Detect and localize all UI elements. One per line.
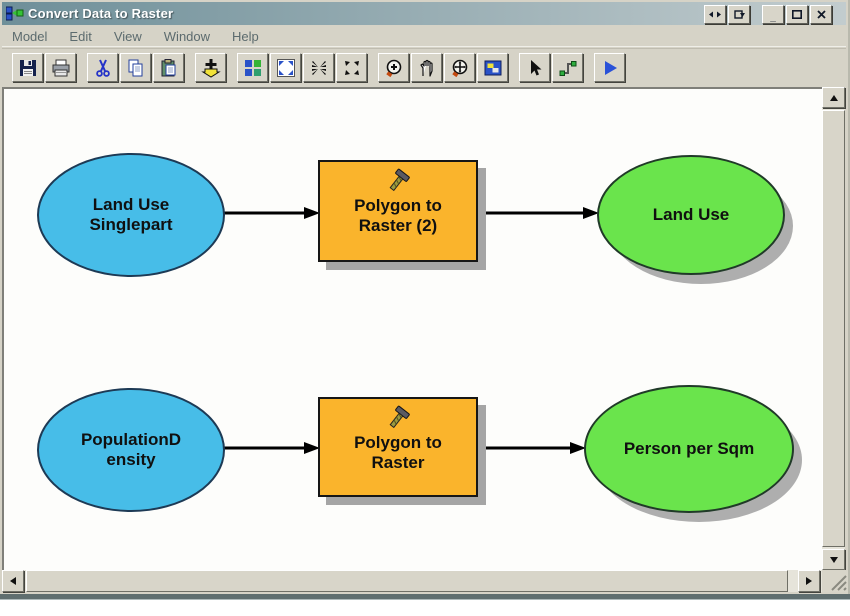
hammer-icon (389, 405, 410, 429)
window-bottom-border (0, 594, 850, 600)
maximize-glyph-icon (792, 10, 802, 19)
arrow-up-icon (829, 94, 838, 101)
zoom-in-tool-icon (385, 59, 401, 77)
node-label: Land Use Singlepart (89, 194, 173, 234)
add-data-button[interactable] (195, 53, 226, 82)
select-tool-button[interactable] (519, 53, 550, 82)
modelbuilder-window: Convert Data to Raster _ (0, 0, 850, 594)
horizontal-scrollbar[interactable] (2, 570, 822, 592)
vertical-scrollbar[interactable] (822, 87, 845, 570)
node-output-person-per-sqm[interactable]: Person per Sqm (584, 385, 794, 513)
node-label: Person per Sqm (623, 438, 755, 458)
zoom-out-fixed-icon (344, 60, 359, 75)
zoom-in-fixed-button[interactable] (303, 53, 334, 82)
zoom-full-extent-icon (451, 59, 467, 77)
print-button[interactable] (45, 53, 76, 82)
node-label: PopulationD ensity (80, 429, 182, 469)
add-data-icon (200, 58, 221, 78)
titlebar[interactable]: Convert Data to Raster _ (2, 2, 846, 25)
connector-tool1-output1 (480, 207, 599, 219)
cut-icon (95, 59, 110, 77)
window-title: Convert Data to Raster (28, 6, 174, 21)
save-button[interactable] (12, 53, 43, 82)
connect-tool-button[interactable] (552, 53, 583, 82)
menu-help[interactable]: Help (232, 28, 259, 44)
zoom-in-fixed-icon (311, 60, 326, 75)
minimize-button[interactable]: _ (762, 5, 784, 24)
close-glyph-icon (816, 10, 826, 19)
close-button[interactable] (810, 5, 832, 24)
pan-tool-icon (419, 59, 433, 77)
go-to-diagram-button[interactable] (477, 53, 508, 82)
auto-layout-button[interactable] (237, 53, 268, 82)
connect-tool-icon (559, 60, 576, 76)
vertical-scroll-thumb[interactable] (822, 110, 845, 547)
full-extent-button[interactable] (270, 53, 301, 82)
cut-button[interactable] (87, 53, 118, 82)
toolbar (2, 48, 846, 86)
minimize-glyph: _ (770, 11, 776, 23)
window-controls: _ (704, 5, 832, 24)
arrow-left-icon (10, 577, 16, 585)
model-canvas[interactable]: Land Use Singlepart Polygon to Raster (2… (2, 87, 822, 570)
node-label: Polygon to Raster (2) (354, 196, 442, 236)
copy-icon (128, 59, 142, 76)
connector-input2-tool2 (220, 442, 320, 454)
menu-model[interactable]: Model (12, 28, 48, 44)
connector-arrows (220, 207, 599, 454)
run-model-button[interactable] (594, 53, 625, 82)
maximize-button[interactable] (786, 5, 808, 24)
paste-button[interactable] (153, 53, 184, 82)
arrow-right-icon (806, 577, 812, 585)
run-model-icon (604, 60, 617, 75)
node-input-populationdensity[interactable]: PopulationD ensity (37, 388, 225, 512)
save-icon (19, 59, 36, 76)
select-tool-icon (530, 59, 541, 75)
resize-grip-icon (831, 575, 847, 591)
node-input-landuse-singlepart[interactable]: Land Use Singlepart (37, 153, 225, 277)
horizontal-scroll-thumb[interactable] (26, 570, 788, 592)
scroll-up-button[interactable] (822, 87, 845, 108)
paste-icon (161, 58, 175, 76)
menu-view[interactable]: View (113, 28, 142, 44)
arrows-left-right-icon (709, 11, 721, 18)
node-label: Land Use (652, 204, 730, 224)
scroll-left-button[interactable] (2, 570, 24, 592)
arrow-down-icon (829, 556, 838, 563)
node-label: Polygon to Raster (354, 433, 442, 473)
scroll-right-button[interactable] (798, 570, 820, 592)
dock-toggle-button[interactable] (704, 5, 726, 24)
pan-tool-button[interactable] (411, 53, 442, 82)
menubar: Model Edit View Window Help (2, 26, 846, 47)
zoom-full-extent-button[interactable] (444, 53, 475, 82)
zoom-out-fixed-button[interactable] (336, 53, 367, 82)
window-arrow-icon (733, 9, 745, 19)
node-tool-polygon-to-raster-2[interactable]: Polygon to Raster (2) (318, 160, 478, 262)
full-extent-icon (276, 58, 295, 77)
node-tool-polygon-to-raster[interactable]: Polygon to Raster (318, 397, 478, 497)
hammer-icon (389, 168, 410, 192)
resize-grip[interactable] (822, 570, 848, 592)
auto-layout-icon (244, 59, 261, 76)
node-output-landuse[interactable]: Land Use (597, 155, 785, 275)
connector-input1-tool1 (220, 207, 320, 219)
print-icon (52, 59, 69, 76)
float-window-button[interactable] (728, 5, 750, 24)
modelbuilder-icon (6, 6, 24, 21)
scroll-down-button[interactable] (822, 549, 845, 570)
connector-tool2-output2 (480, 442, 586, 454)
copy-button[interactable] (120, 53, 151, 82)
menu-window[interactable]: Window (163, 28, 211, 44)
zoom-in-tool-button[interactable] (378, 53, 409, 82)
go-to-diagram-icon (484, 60, 501, 75)
menu-edit[interactable]: Edit (69, 28, 92, 44)
